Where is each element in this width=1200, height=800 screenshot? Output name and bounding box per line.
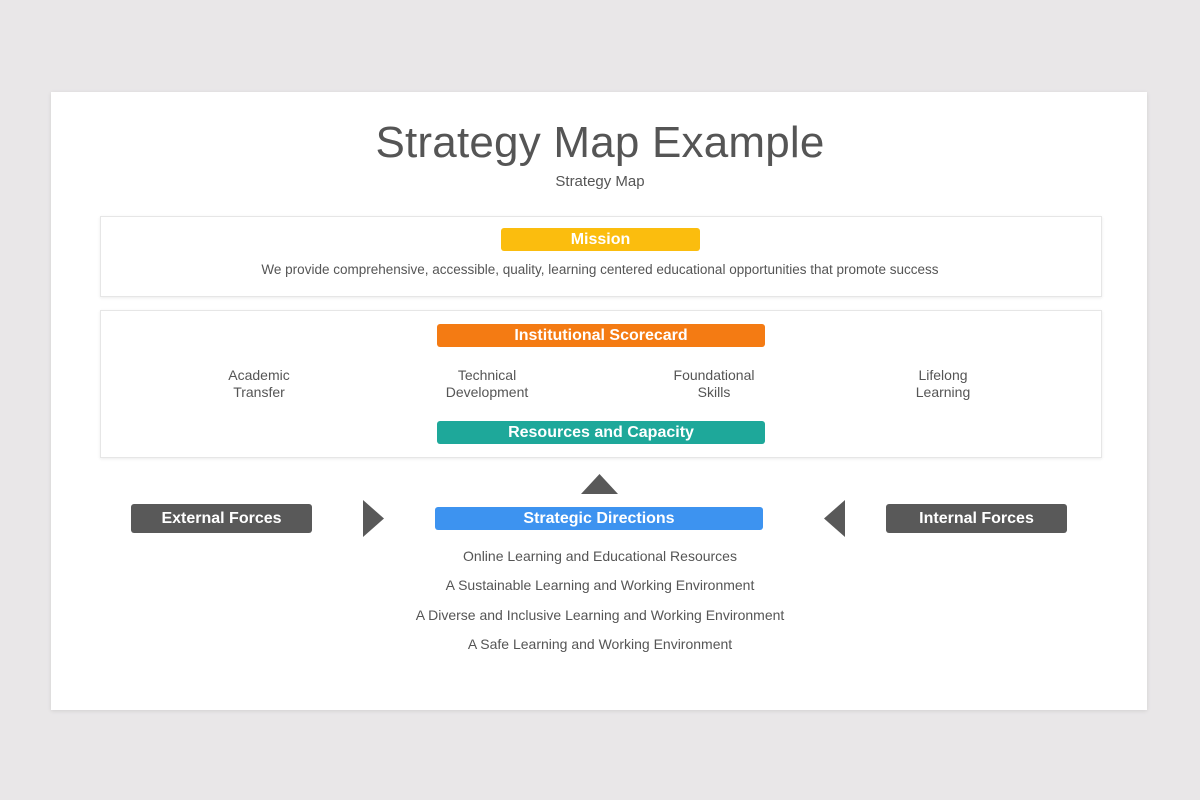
mission-label: Mission xyxy=(501,228,700,251)
metric-line: Academic xyxy=(228,367,290,383)
metric-line: Transfer xyxy=(233,384,285,400)
strategic-direction-item: A Diverse and Inclusive Learning and Wor… xyxy=(415,607,785,623)
scorecard-item-foundational-skills: Foundational Skills xyxy=(634,367,794,401)
strategic-directions-label: Strategic Directions xyxy=(435,507,763,530)
metric-line: Lifelong xyxy=(918,367,968,383)
triangle-up-icon xyxy=(581,474,618,494)
scorecard-item-academic-transfer: Academic Transfer xyxy=(179,367,339,401)
metric-line: Skills xyxy=(697,384,731,400)
triangle-left-icon xyxy=(824,500,845,537)
institutional-scorecard-label: Institutional Scorecard xyxy=(437,324,765,347)
scorecard-item-lifelong-learning: Lifelong Learning xyxy=(863,367,1023,401)
metric-line: Learning xyxy=(915,384,971,400)
scorecard-item-technical-development: Technical Development xyxy=(407,367,567,401)
metric-line: Development xyxy=(445,384,529,400)
mission-statement: We provide comprehensive, accessible, qu… xyxy=(261,262,939,277)
page-title: Strategy Map Example xyxy=(375,118,825,167)
metric-line: Technical xyxy=(457,367,517,383)
strategic-direction-item: A Sustainable Learning and Working Envir… xyxy=(445,577,755,593)
strategic-direction-item: A Safe Learning and Working Environment xyxy=(467,636,733,652)
resources-capacity-label: Resources and Capacity xyxy=(437,421,765,444)
page-subtitle: Strategy Map xyxy=(555,173,645,190)
metric-line: Foundational xyxy=(673,367,755,383)
internal-forces-label: Internal Forces xyxy=(886,504,1067,533)
strategic-direction-item: Online Learning and Educational Resource… xyxy=(463,548,737,564)
triangle-right-icon xyxy=(363,500,384,537)
external-forces-label: External Forces xyxy=(131,504,312,533)
